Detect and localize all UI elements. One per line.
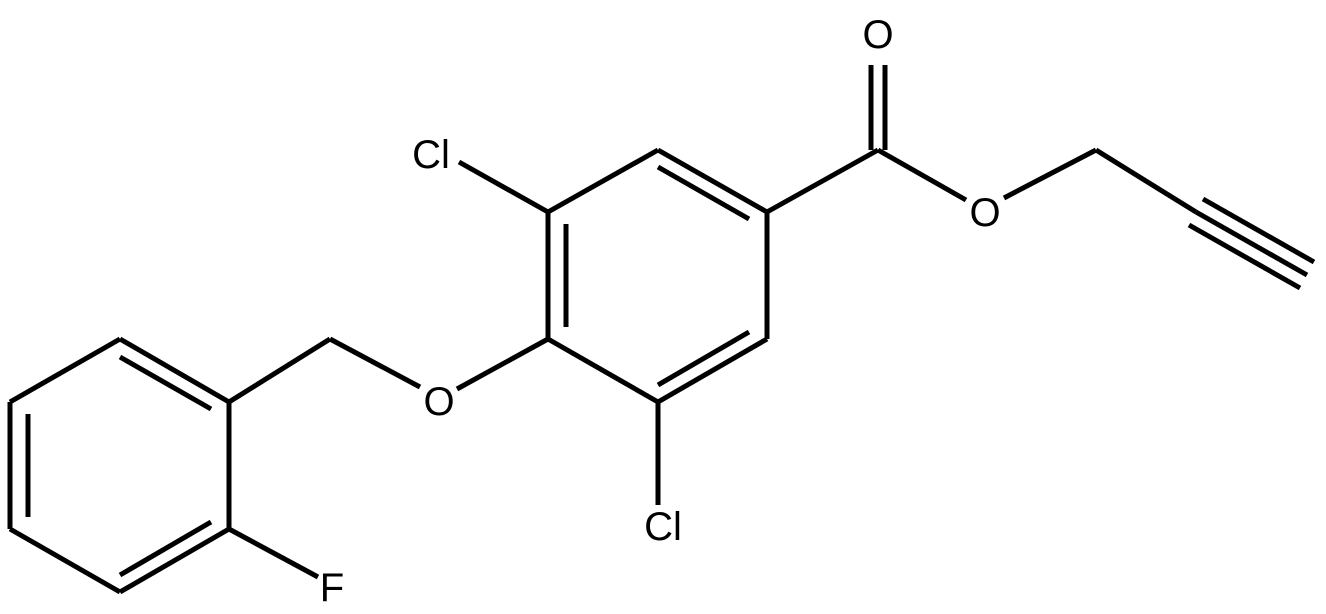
bond-ring2-c5-c6 [118,526,231,595]
bond-ring1-c4-c5 [546,336,660,405]
bond-ring2-c1-c2 [118,336,231,405]
bond-ring1-c5-c6-inner [656,329,751,388]
bond-alkyne-a [1194,209,1309,278]
bond-ring2-c5-c6-inner [118,519,213,578]
bond-carbonyl-to-ester-oxygen [876,147,968,203]
bond-ring2-c2-c3 [8,336,122,405]
atom-label-ester-oxygen: O [969,191,1000,235]
bond-ring1-c1-c2 [656,147,769,215]
atom-label-carbonyl-oxygen: O [862,13,893,57]
atom-label-chlorine-top: Cl [412,133,450,177]
atom-label-chlorine-bottom: Cl [644,505,682,549]
bond-alkyne-c [1187,222,1302,291]
bond-alkyne-b [1201,196,1316,265]
bond-ring-to-carbonyl-carbon [765,147,880,215]
bond-ch2-to-alkyne [1094,147,1198,215]
bond-ring1-c2-c3 [546,147,660,215]
bond-ring-to-cl-top [457,159,550,215]
bond-ester-oxygen-to-ch2 [1002,147,1098,201]
bond-ring2-c4-c5 [8,526,122,595]
atom-label-fluorine: F [320,566,344,610]
bond-ring1-c5-c6 [656,336,769,405]
bond-ring-to-ether-oxygen [455,336,550,392]
bond-ring1-c1-c2-inner [656,164,751,222]
bond-ring2-c1-c2-inner [118,354,213,412]
bond-ether-oxygen-to-ch2 [328,336,422,390]
bond-ch2-to-benzyl-ring [227,336,332,405]
bond-ring-to-fluorine [227,526,320,580]
atom-label-ether-oxygen: O [423,380,454,424]
